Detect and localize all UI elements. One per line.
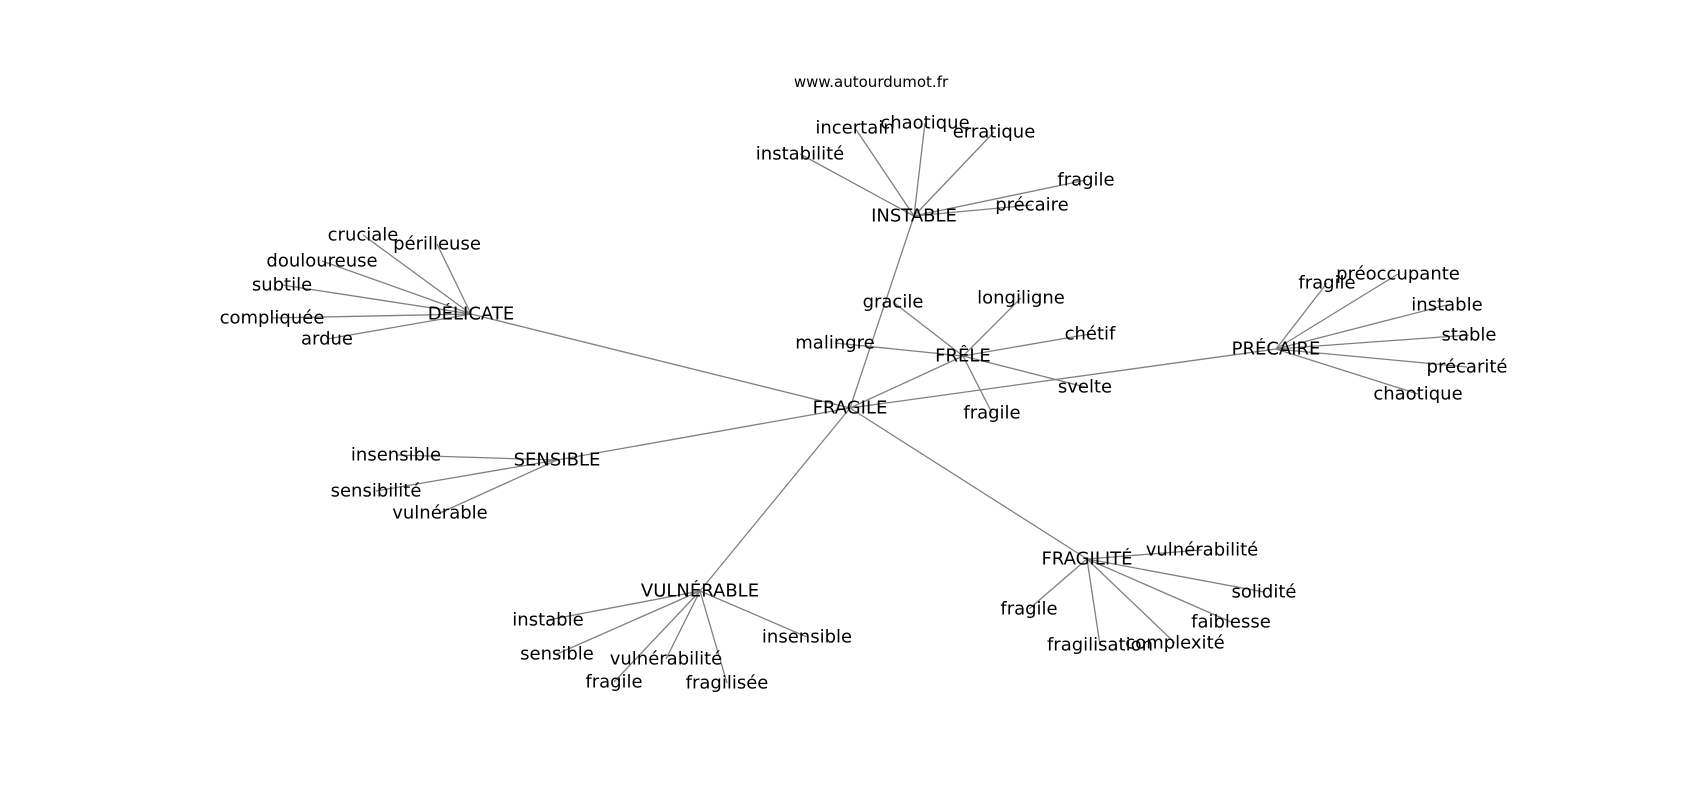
node-instable: INSTABLE xyxy=(871,206,957,227)
edge-fragile-frele xyxy=(849,355,964,409)
edge-instable-instable_fragile xyxy=(913,179,1087,217)
edge-instable-instable_chaotique xyxy=(913,122,926,217)
node-precaire: PRÉCAIRE xyxy=(1232,338,1321,360)
edge-fragile-vulnerable xyxy=(699,407,851,592)
edge-frele-frele_gracile xyxy=(892,301,964,357)
node-vulnerable-sensible: sensible xyxy=(520,644,594,665)
edge-frele-frele_chetif xyxy=(962,333,1091,357)
node-delicate-perilleuse: périlleuse xyxy=(393,234,481,255)
edge-frele-frele_longiligne xyxy=(962,297,1022,357)
edge-vulnerable-vulnerable_sensible xyxy=(556,590,701,655)
node-vulnerable-vulnerabilite: vulnérabilité xyxy=(610,649,723,670)
node-instable-incertain: incertain xyxy=(815,118,894,139)
node-precaire-preoccupante: préoccupante xyxy=(1336,264,1460,285)
node-frele-chetif: chétif xyxy=(1065,324,1116,345)
edge-fragile-precaire xyxy=(849,348,1277,409)
edge-precaire-precaire_stable xyxy=(1275,334,1470,350)
edge-precaire-precaire_instable xyxy=(1275,304,1448,350)
source-url: www.autourdumot.fr xyxy=(794,73,949,91)
node-delicate-ardue: ardue xyxy=(301,329,353,350)
graph-edges xyxy=(271,122,1470,684)
node-frele-gracile: gracile xyxy=(863,292,924,313)
node-sensible-insensible: insensible xyxy=(351,445,441,466)
edge-delicate-delicate_douloureuse xyxy=(321,260,472,315)
edge-frele-frele_malingre xyxy=(834,342,964,357)
edge-delicate-delicate_perilleuse xyxy=(436,243,472,315)
edge-fragile-fragilite xyxy=(849,407,1088,560)
edge-fragile-sensible xyxy=(556,407,851,461)
node-sensible-vulnerable: vulnérable xyxy=(392,503,487,524)
node-vulnerable-instable: instable xyxy=(512,610,583,631)
edge-instable-instable_precaire xyxy=(913,204,1033,217)
graph-labels: FRAGILE INSTABLE DÉLICATE FRÊLE PRÉCAIRE SENS… xyxy=(220,113,1508,694)
node-frele: FRÊLE xyxy=(935,345,991,367)
edge-frele-frele_svelte xyxy=(962,355,1086,388)
edge-fragile-delicate xyxy=(470,313,851,409)
edge-vulnerable-vulnerable_fragilisee xyxy=(699,590,728,684)
node-fragilite-complexite: complexité xyxy=(1125,633,1224,654)
edge-sensible-sensible_sensibilite xyxy=(375,459,558,492)
edge-delicate-delicate_cruciale xyxy=(362,234,472,315)
edge-precaire-precaire_chaotique xyxy=(1275,348,1419,395)
node-precaire-precarite: précarité xyxy=(1427,357,1508,378)
node-precaire-instable: instable xyxy=(1411,295,1482,316)
node-fragilite-solidite: solidité xyxy=(1232,582,1297,603)
edge-precaire-precaire_precarite xyxy=(1275,348,1468,368)
node-fragilite-vulnerabilite: vulnérabilité xyxy=(1146,540,1259,561)
edge-precaire-precaire_preoccupante xyxy=(1275,273,1399,350)
edge-fragilite-fragilite_fragile xyxy=(1028,558,1088,610)
node-precaire-chaotique: chaotique xyxy=(1373,384,1462,405)
edge-fragilite-fragilite_vulnerabilite xyxy=(1086,549,1203,560)
node-instable-chaotique: chaotique xyxy=(880,113,969,134)
edge-vulnerable-vulnerable_vulnerabilite xyxy=(665,590,701,660)
node-delicate-douloureuse: douloureuse xyxy=(266,251,377,272)
edge-vulnerable-vulnerable_fragile xyxy=(613,590,701,683)
node-vulnerable-fragilisee: fragilisée xyxy=(686,673,769,694)
edge-instable-instable_erratique xyxy=(913,131,995,217)
node-precaire-fragile: fragile xyxy=(1298,273,1355,294)
edge-instable-instable_incertain xyxy=(854,127,915,217)
edge-delicate-delicate_compliquee xyxy=(271,313,472,319)
edge-instable-instable_instabilite xyxy=(799,153,915,217)
node-fragile: FRAGILE xyxy=(813,398,888,419)
node-frele-longiligne: longiligne xyxy=(977,288,1065,309)
node-fragilite-fragile: fragile xyxy=(1000,599,1057,620)
node-delicate-subtile: subtile xyxy=(252,275,312,296)
node-precaire-stable: stable xyxy=(1442,325,1497,346)
edge-delicate-delicate_subtile xyxy=(281,284,472,315)
node-delicate-cruciale: cruciale xyxy=(328,225,399,246)
node-vulnerable-fragile: fragile xyxy=(585,672,642,693)
edge-frele-frele_fragile xyxy=(962,355,993,414)
node-instable-erratique: erratique xyxy=(953,122,1036,143)
node-frele-svelte: svelte xyxy=(1058,377,1112,398)
edge-fragilite-fragilite_faiblesse xyxy=(1086,558,1232,623)
node-delicate: DÉLICATE xyxy=(428,303,514,325)
node-fragilite-faiblesse: faiblesse xyxy=(1191,612,1271,633)
node-vulnerable: VULNÉRABLE xyxy=(641,580,759,602)
node-fragilite-fragilisation: fragilisation xyxy=(1047,635,1153,656)
node-frele-fragile: fragile xyxy=(963,403,1020,424)
node-instable-instabilite: instabilité xyxy=(756,144,844,165)
node-delicate-compliquee: compliquée xyxy=(220,308,325,329)
node-instable-fragile: fragile xyxy=(1057,170,1114,191)
edge-fragile-instable xyxy=(849,215,915,409)
node-sensible: SENSIBLE xyxy=(514,450,601,471)
edge-sensible-sensible_vulnerable xyxy=(439,459,558,514)
edge-fragilite-fragilite_complexite xyxy=(1086,558,1176,644)
node-sensible-sensibilite: sensibilité xyxy=(331,481,422,502)
edge-vulnerable-vulnerable_instable xyxy=(547,590,701,621)
edge-precaire-precaire_fragile xyxy=(1275,282,1328,350)
edge-sensible-sensible_insensible xyxy=(395,454,558,461)
edge-vulnerable-vulnerable_insensible xyxy=(699,590,808,638)
node-fragilite: FRAGILITÉ xyxy=(1041,548,1132,570)
edge-fragilite-fragilite_fragilisation xyxy=(1086,558,1101,646)
edge-delicate-delicate_ardue xyxy=(326,313,472,340)
node-instable-precaire: précaire xyxy=(995,195,1069,216)
node-vulnerable-insensible: insensible xyxy=(762,627,852,648)
edge-fragilite-fragilite_solidite xyxy=(1086,558,1265,593)
node-frele-malingre: malingre xyxy=(795,333,874,354)
